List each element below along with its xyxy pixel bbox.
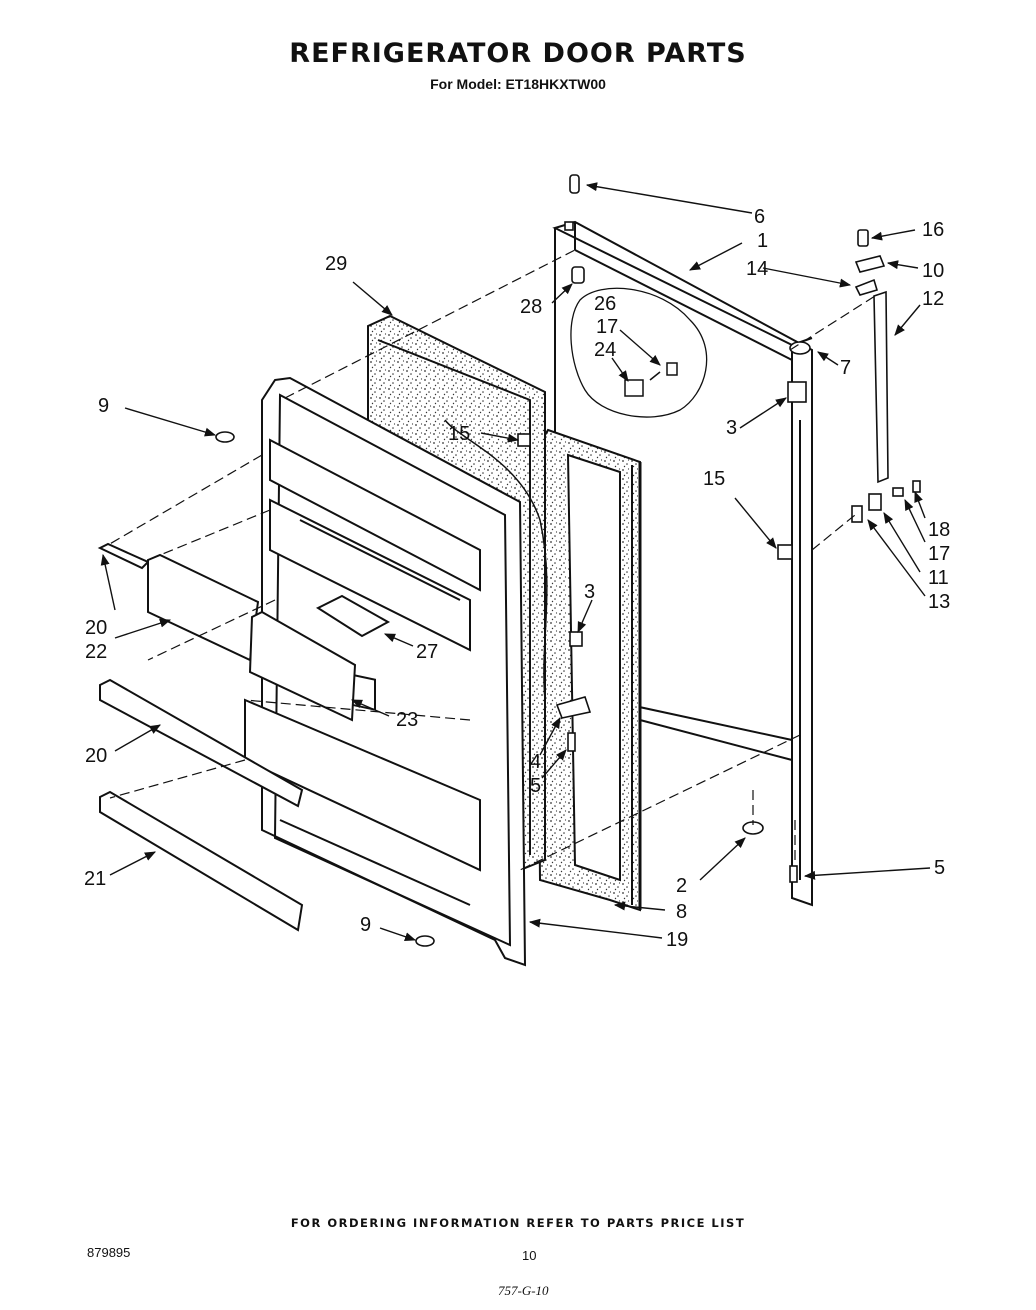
ordering-note: FOR ORDERING INFORMATION REFER TO PARTS … (290, 1216, 746, 1230)
callout-7: 7 (840, 357, 851, 379)
callout-22: 22 (85, 641, 107, 663)
callout-28: 28 (520, 296, 542, 318)
callout-3-left: 3 (584, 581, 595, 603)
document-number: 879895 (87, 1245, 131, 1260)
callout-12: 12 (922, 288, 944, 310)
callout-27: 27 (416, 641, 438, 663)
callout-29: 29 (325, 253, 347, 275)
callout-13: 13 (928, 591, 950, 613)
callout-1: 1 (757, 230, 768, 252)
callout-5-left: 5 (530, 775, 541, 797)
hardware-pieces (215, 431, 798, 947)
detail-bubble (570, 287, 708, 418)
callout-6: 6 (754, 206, 765, 228)
model-subtitle: For Model: ET18HKXTW00 (430, 76, 606, 92)
detail-bracket-parts (624, 362, 678, 397)
callout-19: 19 (666, 929, 688, 951)
callout-17-right: 17 (928, 543, 950, 565)
callout-11: 11 (928, 567, 949, 589)
callout-20-bottom: 20 (85, 745, 107, 767)
page-title: REFRIGERATOR DOOR PARTS (289, 38, 747, 69)
callout-9-bottom: 9 (360, 914, 371, 936)
callout-5-right: 5 (934, 857, 945, 879)
inner-door-panel (244, 376, 527, 967)
handle-hardware (851, 229, 921, 523)
callout-20-top: 20 (85, 617, 107, 639)
callout-26: 26 (594, 293, 616, 315)
callout-2: 2 (676, 875, 687, 897)
callout-4: 4 (530, 751, 541, 773)
door-gasket (534, 428, 642, 912)
callout-labels: 6 1 14 16 10 12 7 3 15 18 17 11 13 29 28… (84, 206, 950, 951)
callout-9-top: 9 (98, 395, 109, 417)
callout-24: 24 (594, 339, 616, 361)
page-number: 10 (522, 1248, 537, 1263)
callout-3-right: 3 (726, 417, 737, 439)
callout-17-detail: 17 (596, 316, 618, 338)
handwritten-code: 757-G-10 (498, 1283, 549, 1298)
callout-8: 8 (676, 901, 687, 923)
leader-arrows (100, 182, 931, 941)
callout-10: 10 (922, 260, 944, 282)
door-shelf-parts (97, 542, 391, 932)
callout-21: 21 (84, 868, 106, 890)
callout-15-right: 15 (703, 468, 725, 490)
callout-15-left: 15 (448, 423, 470, 445)
callout-23: 23 (396, 709, 418, 731)
callout-18: 18 (928, 519, 950, 541)
callout-16: 16 (922, 219, 944, 241)
top-hinge-parts (564, 174, 811, 403)
assembly-lines (107, 249, 876, 871)
callout-14: 14 (746, 258, 768, 280)
